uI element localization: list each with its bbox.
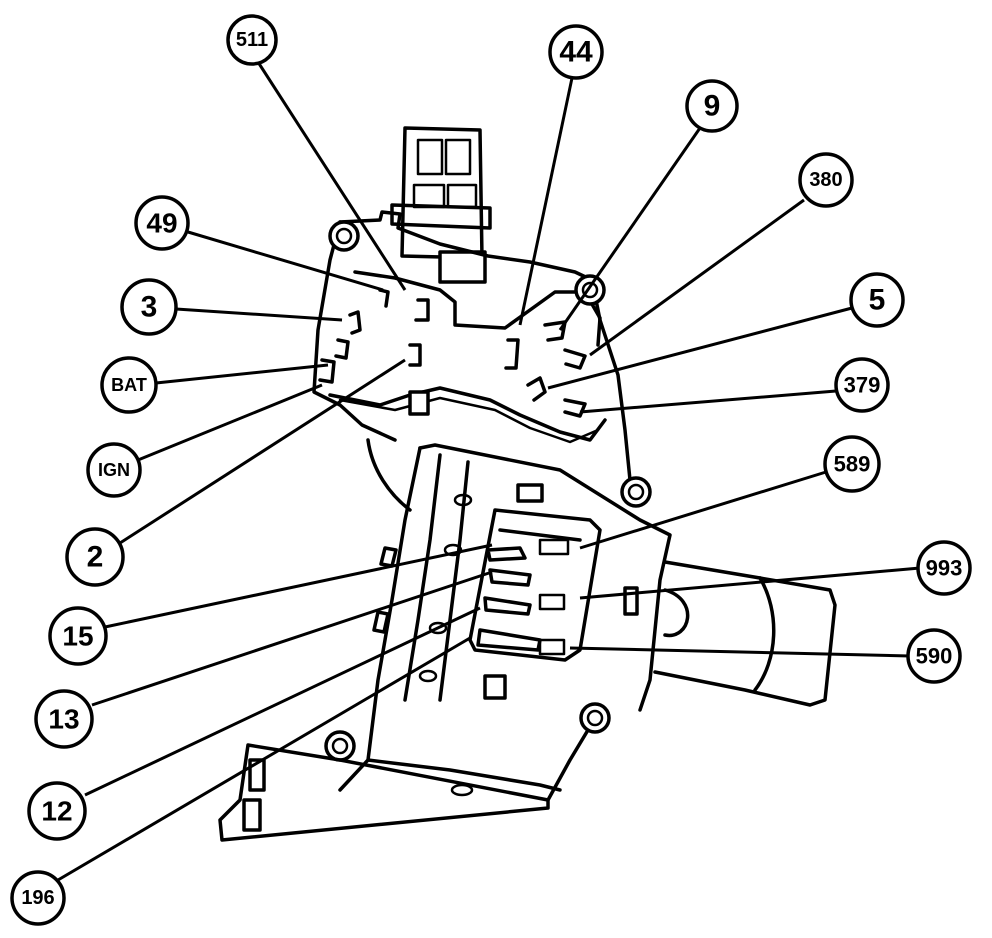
callout-label: 993 bbox=[926, 556, 963, 581]
callout-13: 13 bbox=[34, 689, 94, 749]
callout-44: 44 bbox=[548, 24, 604, 80]
base-plate bbox=[218, 743, 550, 842]
callout-380: 380 bbox=[798, 152, 854, 208]
leader-13 bbox=[91, 570, 493, 707]
callout-589: 589 bbox=[823, 435, 881, 493]
leader-2 bbox=[119, 358, 406, 545]
callout-bat: BAT bbox=[100, 356, 158, 414]
leader-993 bbox=[579, 566, 921, 600]
callout-label: 379 bbox=[844, 373, 881, 398]
callout-label: 5 bbox=[869, 284, 886, 317]
leader-49 bbox=[187, 230, 384, 292]
callout-label: 196 bbox=[21, 887, 54, 909]
callout-label: 511 bbox=[236, 29, 268, 51]
leader-379 bbox=[579, 389, 837, 414]
callout-label: 380 bbox=[809, 169, 842, 191]
callout-9: 9 bbox=[685, 79, 739, 133]
column-arc bbox=[366, 438, 412, 512]
top-connector bbox=[390, 126, 492, 284]
callout-label: 3 bbox=[141, 291, 158, 324]
callout-label: 9 bbox=[704, 90, 721, 123]
leader-44 bbox=[518, 77, 574, 326]
leader-3 bbox=[175, 307, 343, 322]
callout-label: 44 bbox=[559, 36, 593, 69]
callout-3: 3 bbox=[120, 278, 178, 336]
leader-15 bbox=[104, 543, 493, 629]
callout-379: 379 bbox=[834, 357, 890, 413]
callout-label: 15 bbox=[62, 621, 93, 652]
callout-993: 993 bbox=[916, 540, 972, 596]
leader-5 bbox=[547, 306, 853, 390]
component-drawing bbox=[218, 126, 837, 842]
callout-label: IGN bbox=[98, 460, 130, 480]
callout-2: 2 bbox=[65, 527, 125, 587]
callout-12: 12 bbox=[27, 781, 87, 841]
leader-9 bbox=[558, 127, 702, 331]
callout-label: 12 bbox=[41, 796, 72, 827]
callout-label: 589 bbox=[834, 452, 871, 477]
callout-5: 5 bbox=[849, 272, 905, 328]
callout-49: 49 bbox=[134, 195, 190, 251]
leader-380 bbox=[589, 198, 805, 357]
leader-589 bbox=[579, 470, 827, 550]
leader-12 bbox=[84, 606, 481, 797]
leader-511 bbox=[256, 61, 407, 291]
leader-lines bbox=[57, 61, 921, 882]
callout-label: BAT bbox=[111, 375, 147, 395]
upper-plate bbox=[312, 210, 652, 508]
leader-bat bbox=[155, 363, 329, 385]
callout-label: 2 bbox=[87, 541, 104, 574]
base-tab-1 bbox=[248, 758, 266, 792]
base-tab-2 bbox=[242, 798, 262, 832]
leader-196 bbox=[57, 636, 471, 882]
lower-housing bbox=[324, 443, 672, 802]
callout-label: 49 bbox=[146, 208, 177, 239]
callout-label: 590 bbox=[916, 644, 953, 669]
callout-15: 15 bbox=[48, 606, 108, 666]
callout-label: 13 bbox=[48, 704, 79, 735]
callout-ign: IGN bbox=[86, 442, 142, 498]
callout-196: 196 bbox=[10, 870, 66, 926]
callout-511: 511 bbox=[226, 14, 278, 66]
leader-590 bbox=[569, 646, 911, 658]
leader-ign bbox=[137, 383, 323, 462]
callouts: 511 44 9 380 49 5 3 379 bbox=[10, 14, 972, 926]
callout-590: 590 bbox=[906, 628, 962, 684]
